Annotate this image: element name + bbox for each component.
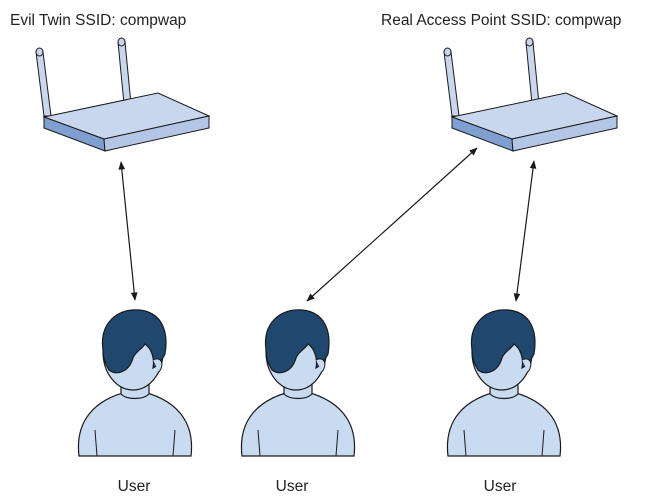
- user-1-label: User: [117, 478, 151, 495]
- user-1-icon: [77, 309, 193, 457]
- user-3-icon: [446, 309, 562, 457]
- link-evil-twin-to-user-1: [118, 161, 138, 301]
- real-access-point-label: Real Access Point SSID: compwap: [381, 12, 622, 29]
- user-3-label: User: [483, 478, 517, 495]
- real-access-point-router-icon: [443, 37, 618, 152]
- link-real-ap-to-user-3: [513, 160, 537, 302]
- evil-twin-label: Evil Twin SSID: compwap: [10, 12, 187, 29]
- user-2-label: User: [275, 478, 309, 495]
- evil-twin-router-icon: [35, 37, 210, 152]
- link-real-ap-to-user-2: [306, 147, 478, 302]
- user-2-icon: [240, 309, 356, 457]
